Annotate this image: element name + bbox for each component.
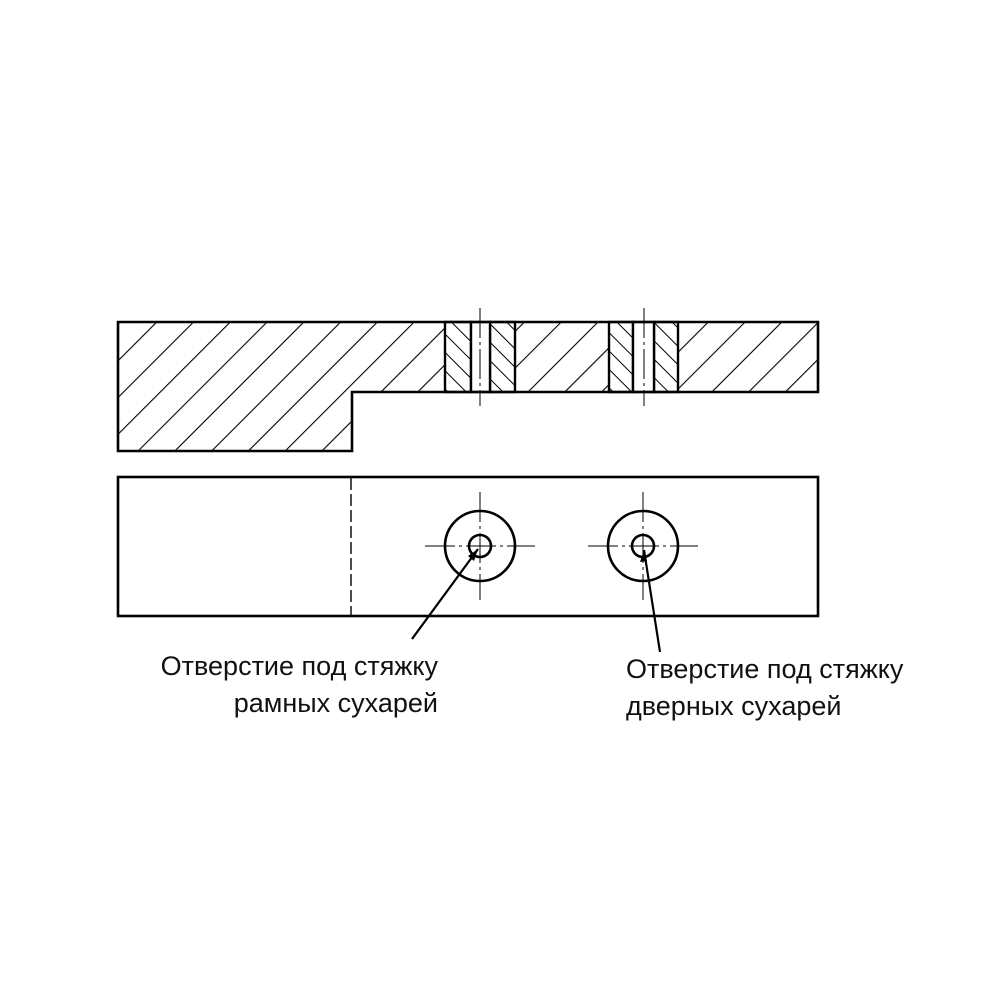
- callout-frame-line1: Отверстие под стяжку: [160, 651, 438, 681]
- section-view: [116, 308, 820, 453]
- bushing-door: [607, 308, 680, 406]
- leader-frame: [411, 548, 479, 640]
- callout-frame-line2: рамных сухарей: [233, 688, 438, 718]
- section-outline: [116, 320, 820, 453]
- callout-door-hole: Отверстие под стяжку дверных сухарей: [626, 651, 903, 725]
- plan-outline: [116, 475, 820, 618]
- callout-door-line2: дверных сухарей: [626, 691, 842, 721]
- leader-lines: [411, 548, 662, 653]
- arrowhead-frame: [468, 549, 478, 561]
- arrowhead-door: [640, 550, 647, 562]
- callout-door-line1: Отверстие под стяжку: [626, 654, 904, 684]
- plan-view: [116, 475, 820, 618]
- hole-frame: [425, 492, 535, 600]
- callout-frame-hole: Отверстие под стяжку рамных сухарей: [110, 648, 438, 722]
- leader-door: [642, 549, 662, 653]
- hole-door: [588, 492, 698, 600]
